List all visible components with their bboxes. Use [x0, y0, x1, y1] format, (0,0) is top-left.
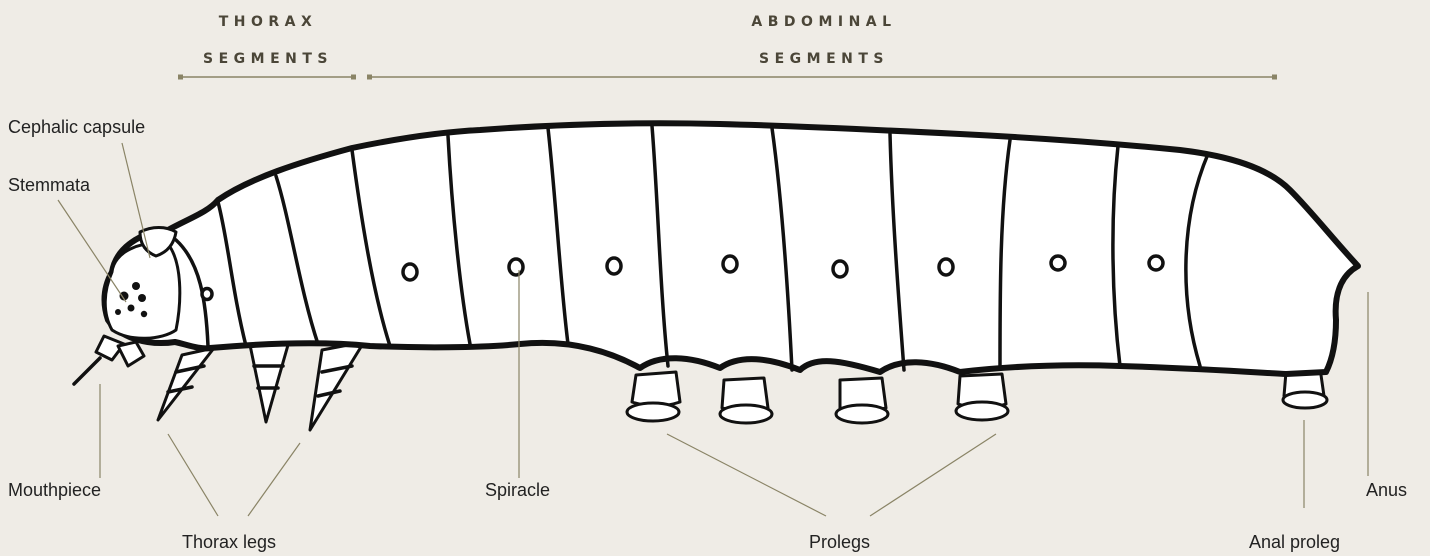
thorax-header-line2: SEGMENTS	[203, 51, 333, 67]
abdominal-header-line1: ABDOMINAL	[751, 14, 896, 30]
label-anal-proleg: Anal proleg	[1249, 532, 1340, 552]
label-anus: Anus	[1366, 480, 1407, 500]
thorax-segments-header: THORAX SEGMENTS	[203, 14, 333, 67]
mouthpart-shapes	[74, 336, 144, 384]
thorax-header-line1: THORAX	[219, 14, 318, 30]
label-prolegs: Prolegs	[809, 532, 870, 552]
abdominal-bracket	[367, 75, 1277, 80]
proleg-shapes	[627, 368, 1327, 423]
abdominal-segments-header: ABDOMINAL SEGMENTS	[751, 14, 896, 67]
abdominal-header-line2: SEGMENTS	[759, 51, 889, 67]
label-cephalic-capsule: Cephalic capsule	[8, 117, 145, 137]
label-spiracle: Spiracle	[485, 480, 550, 500]
label-stemmata: Stemmata	[8, 175, 91, 195]
caterpillar-illustration	[74, 123, 1358, 430]
thorax-bracket	[178, 75, 356, 80]
label-mouthpiece: Mouthpiece	[8, 480, 101, 500]
thorax-leg-shapes	[158, 342, 364, 430]
label-thorax-legs: Thorax legs	[182, 532, 276, 552]
